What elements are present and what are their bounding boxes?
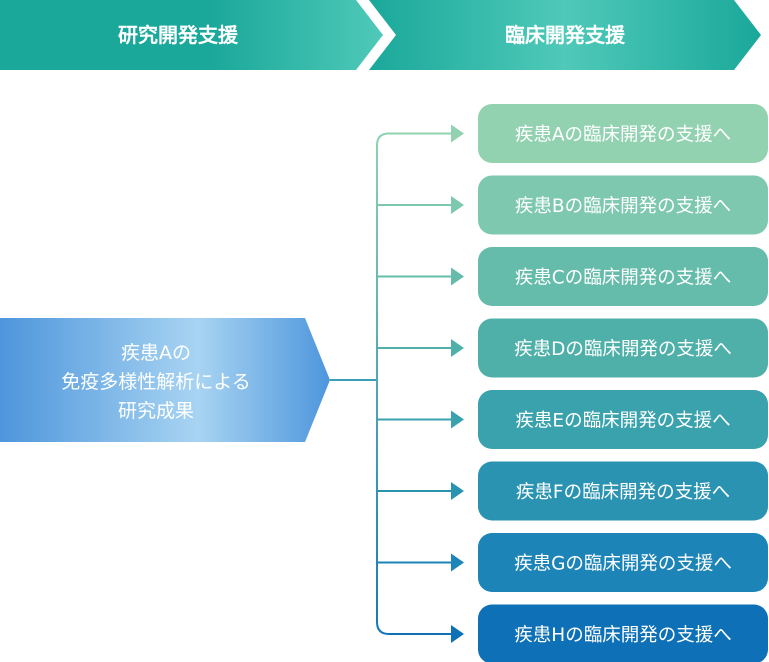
arrowhead-icon bbox=[451, 553, 464, 572]
target-label: 疾患Dの臨床開発の支援へ bbox=[514, 339, 732, 360]
arrowhead-icon bbox=[451, 267, 464, 286]
target-box-bg bbox=[478, 318, 768, 378]
target-label: 疾患Hの臨床開発の支援へ bbox=[514, 625, 731, 646]
target-label: 疾患Gの臨床開発の支援へ bbox=[514, 554, 732, 575]
stage-research-header: 研究開発支援 bbox=[0, 0, 383, 70]
arrowhead-icon bbox=[451, 196, 464, 214]
stage-clinical-label: 臨床開発支援 bbox=[505, 23, 626, 47]
target-box-disease-d: 疾患Dの臨床開発の支援へ bbox=[478, 318, 768, 378]
source-line-3: 研究成果 bbox=[118, 400, 194, 422]
target-box-bg bbox=[478, 247, 768, 306]
arrowhead-icon bbox=[451, 339, 464, 357]
target-label: 疾患Bの臨床開発の支援へ bbox=[515, 196, 731, 217]
target-label: 疾患Eの臨床開発の支援へ bbox=[515, 411, 730, 432]
arrowhead-icon bbox=[451, 482, 464, 500]
connector-spine bbox=[376, 132, 390, 635]
target-box-bg bbox=[478, 604, 768, 662]
target-list: 疾患Aの臨床開発の支援へ疾患Bの臨床開発の支援へ疾患Cの臨床開発の支援へ疾患Dの… bbox=[478, 104, 768, 662]
target-box-disease-e: 疾患Eの臨床開発の支援へ bbox=[478, 390, 768, 449]
target-box-disease-g: 疾患Gの臨床開発の支援へ bbox=[478, 533, 768, 592]
target-box-bg bbox=[478, 461, 768, 521]
source-line-1: 疾患Aの bbox=[121, 342, 191, 364]
source-line-2: 免疫多様性解析による bbox=[61, 371, 250, 393]
target-label: 疾患Aの臨床開発の支援へ bbox=[515, 125, 731, 146]
source-result-box: 疾患Aの 免疫多様性解析による 研究成果 bbox=[0, 318, 330, 442]
arrowhead-icon bbox=[451, 410, 464, 429]
target-box-disease-b: 疾患Bの臨床開発の支援へ bbox=[478, 175, 768, 235]
target-label: 疾患Cの臨床開発の支援へ bbox=[515, 268, 731, 289]
target-box-bg bbox=[478, 390, 768, 449]
arrowhead-icon bbox=[451, 625, 464, 643]
stage-research-label: 研究開発支援 bbox=[118, 23, 239, 47]
target-box-bg bbox=[478, 175, 768, 235]
stage-clinical-header: 臨床開発支援 bbox=[369, 0, 761, 70]
arrowhead-icon bbox=[451, 124, 464, 143]
target-box-bg bbox=[478, 533, 768, 592]
target-box-disease-c: 疾患Cの臨床開発の支援へ bbox=[478, 247, 768, 306]
target-box-disease-f: 疾患Fの臨床開発の支援へ bbox=[478, 461, 768, 521]
target-box-disease-a: 疾患Aの臨床開発の支援へ bbox=[478, 104, 768, 163]
target-box-disease-h: 疾患Hの臨床開発の支援へ bbox=[478, 604, 768, 662]
target-label: 疾患Fの臨床開発の支援へ bbox=[516, 482, 730, 503]
branch-connectors bbox=[330, 124, 464, 643]
target-box-bg bbox=[478, 104, 768, 163]
